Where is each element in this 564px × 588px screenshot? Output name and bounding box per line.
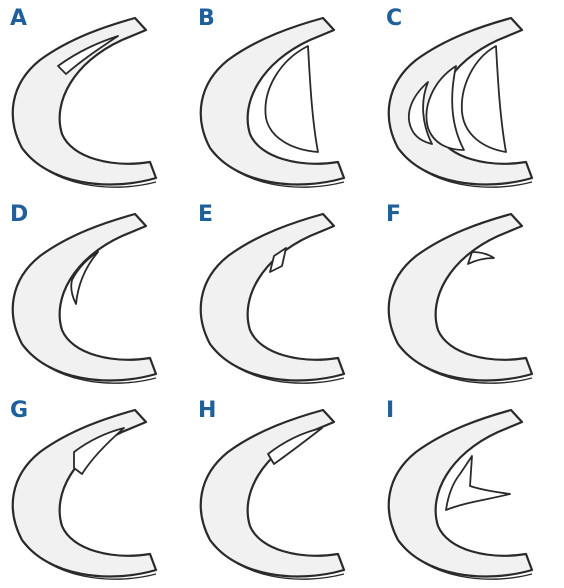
meniscus-body bbox=[13, 214, 156, 381]
meniscus-f-graphic bbox=[376, 196, 564, 392]
meniscus-body bbox=[201, 214, 344, 381]
meniscus-body bbox=[389, 214, 532, 381]
meniscus-body bbox=[13, 18, 156, 185]
panel-label-b: B bbox=[198, 6, 215, 31]
panel-g: G bbox=[0, 392, 188, 588]
panel-d: D bbox=[0, 196, 188, 392]
meniscus-g-graphic bbox=[0, 392, 188, 588]
tear-shape bbox=[468, 252, 494, 264]
panel-h: H bbox=[188, 392, 376, 588]
meniscus-body bbox=[201, 410, 344, 577]
panel-label-h: H bbox=[198, 398, 216, 423]
panel-label-d: D bbox=[10, 202, 28, 227]
panel-label-c: C bbox=[386, 6, 402, 31]
meniscus-a-graphic bbox=[0, 0, 188, 196]
panel-label-i: I bbox=[386, 398, 394, 423]
meniscus-body bbox=[13, 410, 156, 577]
meniscus-c-graphic bbox=[376, 0, 564, 196]
panel-a: A bbox=[0, 0, 188, 196]
panel-c: C bbox=[376, 0, 564, 196]
panel-f: F bbox=[376, 196, 564, 392]
meniscus-e-graphic bbox=[188, 196, 376, 392]
meniscus-b-graphic bbox=[188, 0, 376, 196]
panel-label-f: F bbox=[386, 202, 401, 227]
panel-label-e: E bbox=[198, 202, 213, 227]
tear-shape-outer bbox=[462, 46, 506, 152]
panel-label-g: G bbox=[10, 398, 28, 423]
panel-i: I bbox=[376, 392, 564, 588]
panel-label-a: A bbox=[10, 6, 27, 31]
meniscus-body bbox=[389, 18, 532, 185]
meniscus-i-graphic bbox=[376, 392, 564, 588]
panel-e: E bbox=[188, 196, 376, 392]
panel-b: B bbox=[188, 0, 376, 196]
